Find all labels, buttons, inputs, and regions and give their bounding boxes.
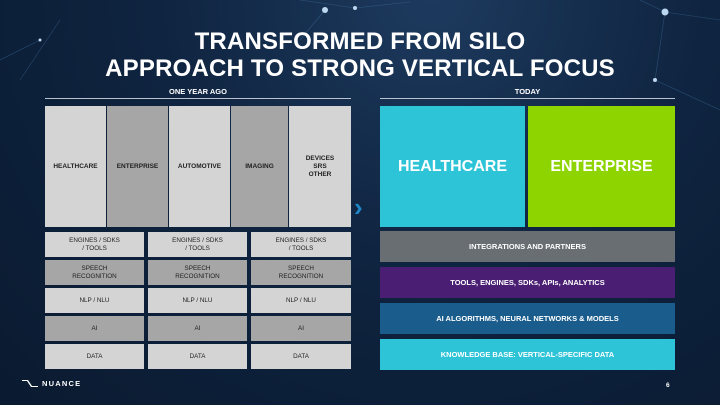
silo-column-healthcare: HEALTHCARE: [45, 106, 106, 227]
silo-column-imaging: IMAGING: [231, 106, 288, 227]
silo-column-automotive: AUTOMOTIVE: [169, 106, 230, 227]
stack-data: DATA: [45, 344, 144, 369]
slide-title: TRANSFORMED FROM SILO APPROACH TO STRONG…: [0, 28, 720, 82]
silo-column-devices: DEVICES SRS OTHER: [289, 106, 351, 227]
stack-engines: ENGINES / SDKS / TOOLS: [45, 232, 144, 257]
vertical-enterprise-box: ENTERPRISE: [528, 106, 675, 227]
stack-engines: ENGINES / SDKS / TOOLS: [148, 232, 247, 257]
one-year-ago-heading: ONE YEAR AGO: [169, 87, 227, 96]
stack-data: DATA: [148, 344, 247, 369]
right-divider: [380, 98, 675, 99]
stack-speech: SPEECH RECOGNITION: [148, 260, 247, 285]
title-line-1: TRANSFORMED FROM SILO: [194, 28, 526, 55]
stack-speech: SPEECH RECOGNITION: [251, 260, 351, 285]
stack-engines: ENGINES / SDKS / TOOLS: [251, 232, 351, 257]
nuance-logo-icon: [22, 380, 38, 387]
page-number: 6: [666, 382, 670, 389]
nuance-logo: NUANCE: [22, 378, 81, 388]
today-heading: TODAY: [514, 87, 541, 96]
stack-speech: SPEECH RECOGNITION: [45, 260, 144, 285]
integrations-bar: INTEGRATIONS AND PARTNERS: [380, 231, 675, 262]
tools-bar: TOOLS, ENGINES, SDKs, APIs, ANALYTICS: [380, 267, 675, 298]
left-divider: [45, 98, 351, 99]
ai-algorithms-bar: AI ALGORITHMS, NEURAL NETWORKS & MODELS: [380, 303, 675, 334]
stack-nlp: NLP / NLU: [148, 288, 247, 313]
stack-ai: AI: [251, 316, 351, 341]
chevron-right-icon: ›: [354, 192, 363, 222]
silo-column-enterprise: ENTERPRISE: [107, 106, 168, 227]
stack-ai: AI: [45, 316, 144, 341]
title-line-2: APPROACH TO STRONG VERTICAL FOCUS: [105, 55, 615, 82]
stack-ai: AI: [148, 316, 247, 341]
vertical-healthcare-box: HEALTHCARE: [380, 106, 525, 227]
stack-nlp: NLP / NLU: [251, 288, 351, 313]
knowledge-base-bar: KNOWLEDGE BASE: VERTICAL-SPECIFIC DATA: [380, 339, 675, 370]
logo-text: NUANCE: [42, 378, 82, 388]
stack-nlp: NLP / NLU: [45, 288, 144, 313]
stack-data: DATA: [251, 344, 351, 369]
